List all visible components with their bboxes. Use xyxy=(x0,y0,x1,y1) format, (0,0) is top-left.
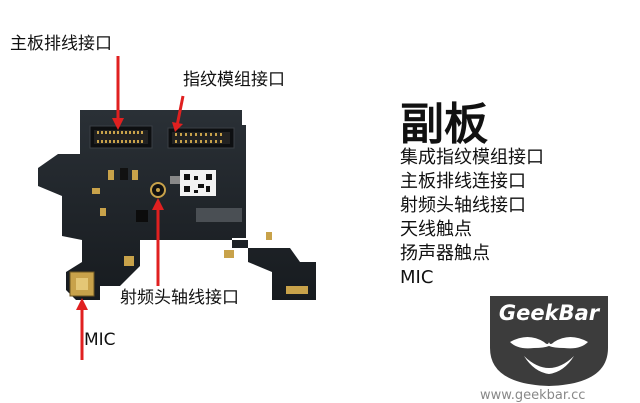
page-title: 副板 xyxy=(400,99,488,150)
feature-item: 主板排线连接口 xyxy=(400,171,526,192)
feature-item: MIC xyxy=(400,267,434,288)
main-board-connector-socket xyxy=(89,125,153,149)
pcb-body xyxy=(38,110,316,300)
label-fingerprint-connector: 指纹模组接口 xyxy=(183,70,285,90)
label-main-board-connector: 主板排线接口 xyxy=(10,34,112,54)
fingerprint-connector-socket xyxy=(167,127,235,149)
feature-item: 天线触点 xyxy=(400,219,472,240)
feature-item: 扬声器触点 xyxy=(400,243,490,264)
mustache-icon xyxy=(510,337,588,349)
feature-item: 射频头轴线接口 xyxy=(400,195,526,216)
label-mic: MIC xyxy=(84,330,116,350)
brand-name: GeekBar xyxy=(499,301,601,325)
beard-icon xyxy=(524,356,574,374)
feature-item: 集成指纹模组接口 xyxy=(400,147,544,168)
geekbar-logo-graphic: GeekBar xyxy=(490,296,608,386)
qr-label xyxy=(180,170,242,222)
geekbar-logo: GeekBar xyxy=(484,290,614,390)
mic-component xyxy=(69,271,95,297)
annotation-arrows xyxy=(76,56,185,360)
label-rf-coax-connector: 射频头轴线接口 xyxy=(120,288,239,308)
feature-list: 集成指纹模组接口 主板排线连接口 射频头轴线接口 天线触点 扬声器触点 MIC xyxy=(400,146,544,290)
brand-url: www.geekbar.cc xyxy=(480,388,586,403)
